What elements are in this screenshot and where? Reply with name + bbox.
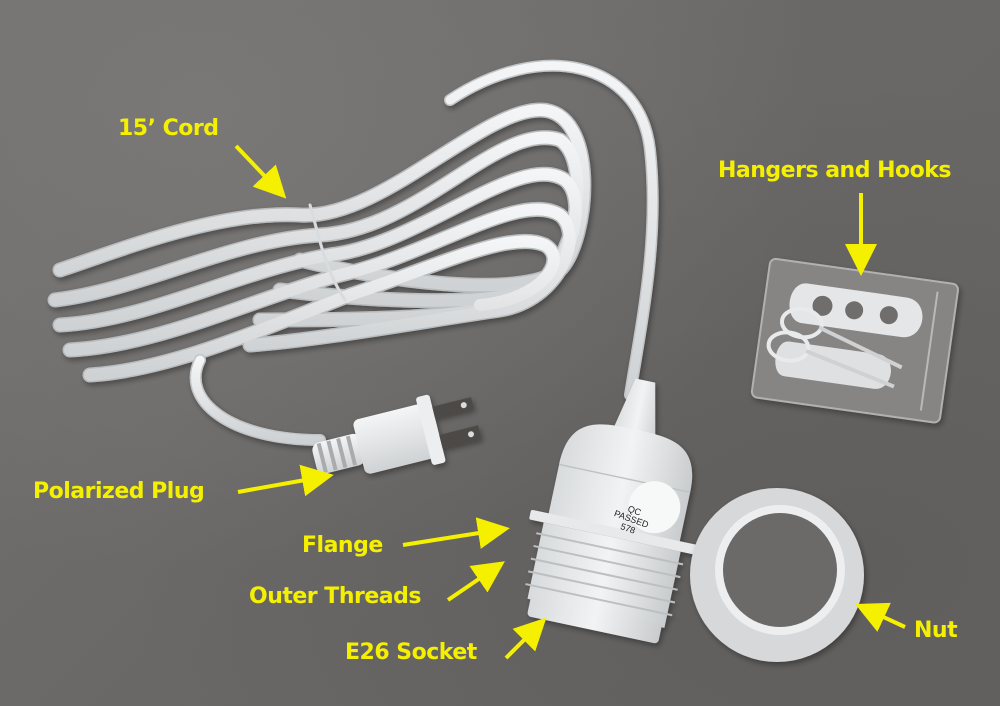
socket-flange [529,509,698,555]
label-e26-socket: E26 Socket [345,640,477,665]
annotation-arrows [234,144,906,660]
label-polarized-plug: Polarized Plug [33,479,205,504]
socket-arrow [504,617,547,660]
e26-socket [525,378,698,644]
hanger-hook-bag [750,257,959,424]
label-flange: Flange [302,533,383,558]
flange-arrow [402,517,510,549]
qc-sticker [628,481,681,534]
threads-arrow [446,561,505,602]
polarized-plug [312,394,482,474]
plug-arrow [237,464,334,497]
socket-outer-threads [525,522,684,628]
nut-arrow [855,602,906,632]
coiled-cord [47,59,659,446]
label-hangers-and-hooks: Hangers and Hooks [718,158,951,183]
label-cord: 15’ Cord [118,116,219,141]
cord-arrow [234,144,287,199]
label-outer-threads: Outer Threads [249,584,421,609]
label-nut: Nut [914,618,958,643]
ring-nut [690,488,864,662]
